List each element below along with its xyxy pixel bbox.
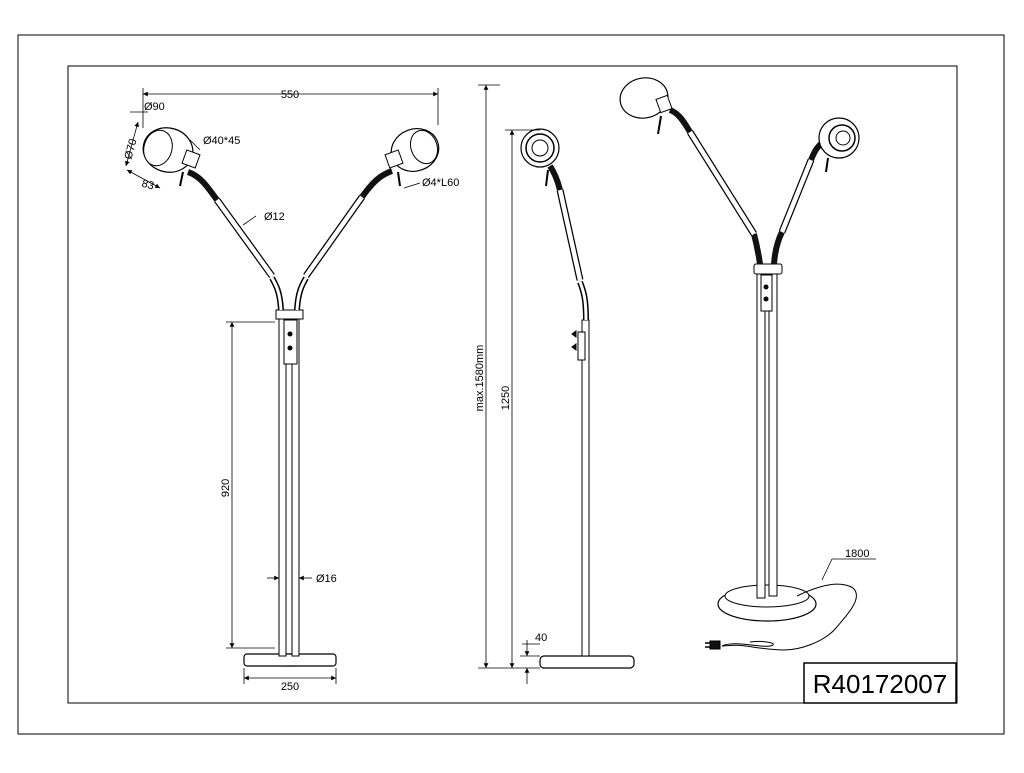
dim-shade-inner: Ø70 <box>123 138 140 161</box>
side-base <box>539 655 635 669</box>
dim-column-height: 920 <box>220 479 232 497</box>
perspective-view-dimensions <box>821 558 876 581</box>
perspective-view-lamp <box>619 77 860 651</box>
dim-cable-length: 1800 <box>845 548 869 560</box>
side-view-dimensions <box>478 84 540 684</box>
dim-pole-diameter: Ø16 <box>316 573 337 585</box>
front-switch-housing <box>283 319 298 365</box>
article-number: R40172007 <box>813 669 947 699</box>
dim-base-height: 40 <box>535 632 547 644</box>
perspective-shade-right <box>818 117 860 173</box>
perspective-plug <box>705 640 721 650</box>
title-block: R40172007 <box>803 662 957 704</box>
dim-socket-size: Ø40*45 <box>203 135 240 147</box>
dim-shade-depth: 83 <box>140 178 155 193</box>
outer-frame <box>17 34 1005 735</box>
front-view-lamp <box>142 127 440 667</box>
front-collar <box>275 309 304 320</box>
side-view-lamp <box>520 128 635 669</box>
dim-base-diameter: 250 <box>281 681 299 693</box>
perspective-collar <box>753 263 783 275</box>
front-view-dimensions <box>124 88 439 684</box>
dim-max-height: max.1580mm <box>474 345 486 412</box>
dim-switch-size: Ø4*L60 <box>422 177 459 189</box>
inner-frame <box>67 65 958 704</box>
perspective-pole-right <box>768 271 778 597</box>
perspective-shade-left <box>619 77 673 135</box>
dim-side-height: 1250 <box>500 386 512 410</box>
dim-arm-diameter: Ø12 <box>264 211 285 223</box>
side-pole <box>581 319 590 657</box>
front-pole-left <box>278 317 287 657</box>
side-view-dimension-labels: max.1580mm 1250 40 <box>474 345 547 644</box>
dim-width-span: 550 <box>281 89 299 101</box>
front-pole-right <box>291 317 300 657</box>
front-shade-left <box>142 127 201 187</box>
perspective-cable <box>721 583 857 651</box>
side-shade <box>520 128 560 187</box>
front-view-dimension-labels: 550 Ø90 Ø70 Ø40*45 83 Ø4*L60 Ø12 920 Ø16… <box>123 89 460 693</box>
dim-shade-diameter: Ø90 <box>144 101 165 113</box>
front-shade-right <box>384 128 440 187</box>
perspective-pole-left <box>756 271 766 599</box>
